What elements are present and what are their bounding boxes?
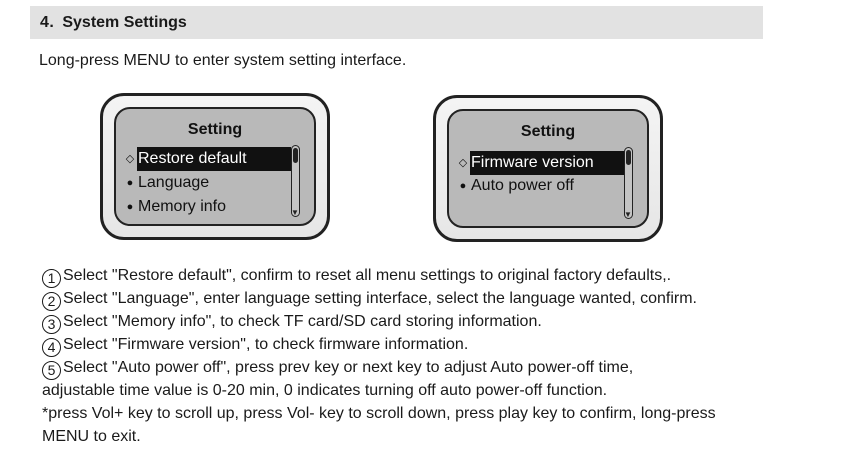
instruction-note-end: MENU to exit.	[42, 428, 141, 445]
bullet-icon: ●	[126, 201, 134, 213]
scroll-thumb	[293, 148, 298, 163]
menu-item-firmware-version: ◇Firmware version	[456, 151, 629, 175]
instruction-continuation: adjustable time value is 0-20 min, 0 ind…	[42, 382, 608, 399]
menu-item-memory-info: ● Memory info	[123, 195, 234, 219]
intro-text: Long-press MENU to enter system setting …	[39, 52, 407, 69]
instruction-text: Select "Firmware version", to check firm…	[63, 336, 469, 353]
menu-item-label: Auto power off	[471, 177, 574, 194]
menu-item-language: ● Language	[123, 171, 217, 195]
circled-number: 5	[42, 361, 61, 380]
screen-title: Setting	[187, 121, 243, 138]
instruction-text: Select "Auto power off", press prev key …	[63, 359, 634, 376]
diamond-icon: ◇	[125, 153, 135, 165]
scroll-down-arrow-icon: ▼	[624, 210, 632, 219]
circled-number: 3	[42, 315, 61, 334]
device-illustration-1: Setting ◇Restore default ● Language ● Memo…	[100, 93, 330, 240]
circled-number: 1	[42, 269, 61, 288]
menu-item-auto-power-off: ● Auto power off	[456, 174, 582, 198]
instruction-note: *press Vol+ key to scroll up, press Vol-…	[42, 405, 716, 422]
scrollbar-icon: ▼	[291, 145, 300, 217]
circled-number: 4	[42, 338, 61, 357]
scrollbar-icon: ▼	[624, 147, 633, 219]
circled-number: 2	[42, 292, 61, 311]
screen-title: Setting	[520, 123, 576, 140]
menu-item-label: Firmware version	[470, 151, 629, 175]
menu-item-label: Language	[138, 174, 210, 191]
scroll-down-arrow-icon: ▼	[291, 208, 299, 217]
instruction-text: Select "Language", enter language settin…	[63, 290, 697, 307]
section-title: System Settings	[62, 13, 187, 31]
scroll-thumb	[626, 150, 631, 165]
menu-item-label: Memory info	[138, 198, 227, 215]
bullet-icon: ●	[459, 180, 467, 192]
device-screen: Setting ◇Firmware version ● Auto power of…	[447, 109, 649, 228]
device-illustration-2: Setting ◇Firmware version ● Auto power of…	[433, 95, 663, 242]
bullet-icon: ●	[126, 177, 134, 189]
section-number: 4.	[40, 13, 55, 31]
instruction-text: Select "Memory info", to check TF card/S…	[63, 313, 542, 330]
section-header: 4. System Settings	[30, 6, 763, 39]
diamond-icon: ◇	[458, 157, 468, 169]
instruction-text: Select "Restore default", confirm to res…	[63, 267, 672, 284]
menu-item-restore-default: ◇Restore default	[123, 147, 291, 171]
menu-item-label: Restore default	[137, 147, 291, 171]
device-screen: Setting ◇Restore default ● Language ● Memo…	[114, 107, 316, 226]
